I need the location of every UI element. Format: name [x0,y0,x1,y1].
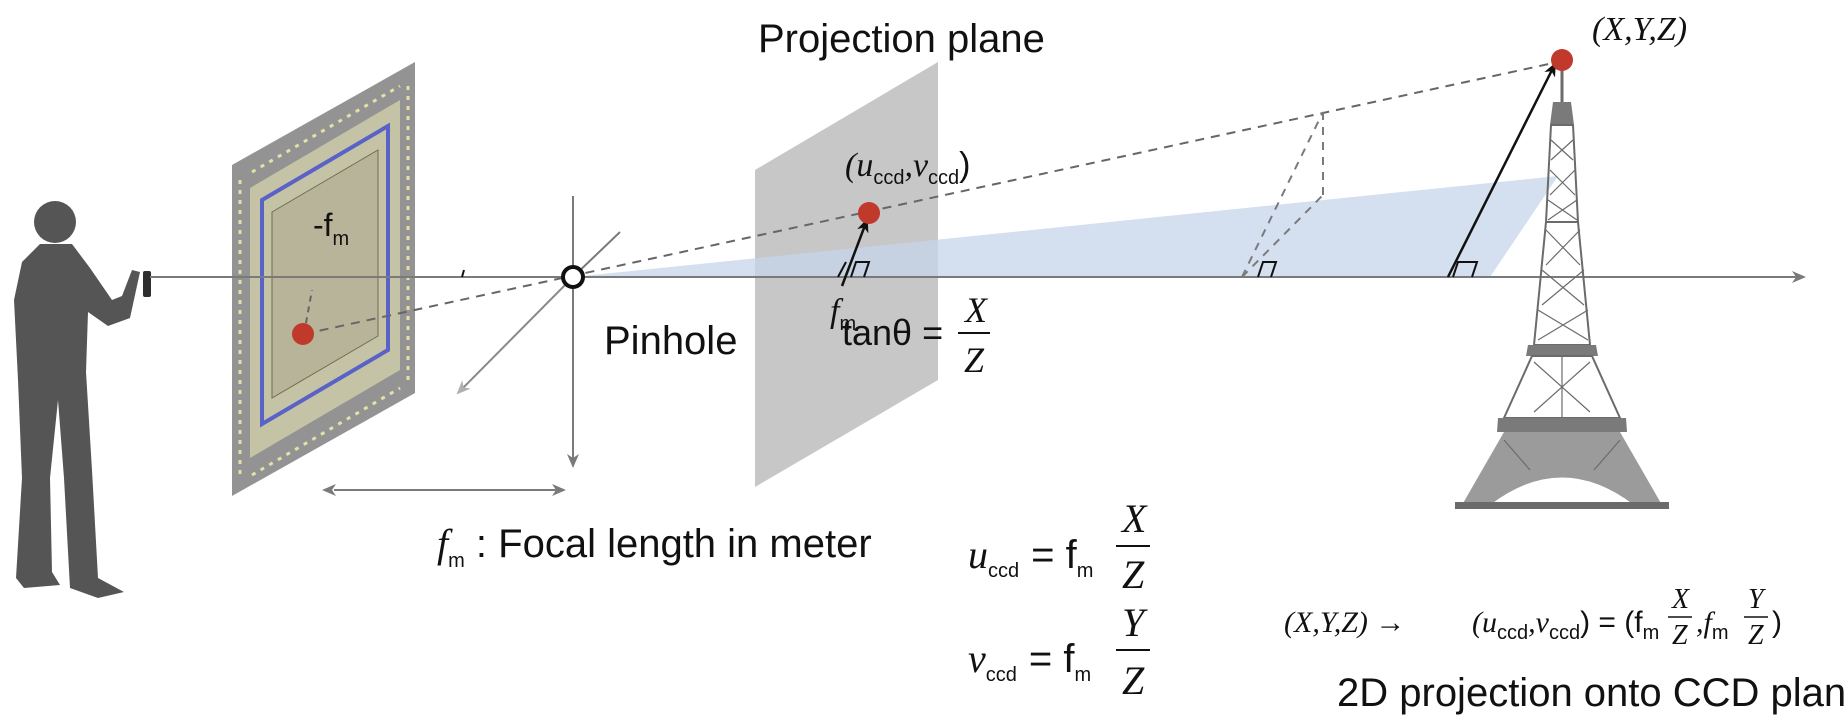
svg-text:tanθ =: tanθ = [842,312,943,353]
pinhole-circle [561,265,585,289]
svg-text:Y: Y [1748,584,1767,615]
ccd-sensor [232,62,415,496]
svg-text:(X,Y,Z) →: (X,Y,Z) → [1284,606,1405,639]
pinhole-label: Pinhole [604,319,737,363]
sensor-point [292,323,314,345]
sensor-dash [303,289,313,335]
projection-plane-label: Projection plane [758,17,1045,61]
right-angle-markers [461,261,1479,278]
svg-text:X: X [1120,496,1148,541]
person-silhouette [14,201,151,598]
world-point-label: (X,Y,Z) [1592,11,1687,48]
subtitle-2d-projection: 2D projection onto CCD plane [1337,671,1847,715]
svg-text:,fm: ,fm [1696,606,1729,644]
focal-length-label: fm : Focal length in meter [437,521,872,572]
neg-focal-label: -fm [313,207,349,250]
ccd-arrow [840,218,869,287]
svg-text:(uccd,vccd) = (fm: (uccd,vccd) = (fm [1472,606,1659,644]
world-point [1551,49,1573,71]
svg-text:X: X [963,290,989,330]
svg-text:uccd= fm: uccd= fm [968,532,1093,582]
ray-cone [305,176,1558,278]
projection-ray [303,61,1559,335]
svg-text:): ) [1772,606,1782,639]
u-equation: uccd= fm X Z [968,496,1150,597]
ccd-point [858,202,880,224]
svg-text:Z: Z [1748,620,1764,651]
ccd-point-label: (uccd,vccd) [845,146,971,189]
svg-text:Z: Z [1122,658,1145,703]
tan-equation: tanθ = X Z [842,290,990,380]
svg-text:Y: Y [1122,600,1148,645]
svg-text:X: X [1671,584,1690,615]
depth-axis [456,276,574,395]
svg-text:Z: Z [1122,552,1145,597]
svg-text:Z: Z [964,340,985,380]
svg-text:vccd= fm: vccd= fm [968,636,1091,686]
svg-text:Z: Z [1672,620,1688,651]
similar-triangle [1241,111,1324,278]
mapping-equation: (X,Y,Z) → (uccd,vccd) = (fm X Z ,fm Y Z … [1284,584,1782,651]
v-equation: vccd= fm Y Z [968,600,1150,703]
xyz-arrow [1446,62,1557,278]
eiffel-tower [1455,62,1669,509]
